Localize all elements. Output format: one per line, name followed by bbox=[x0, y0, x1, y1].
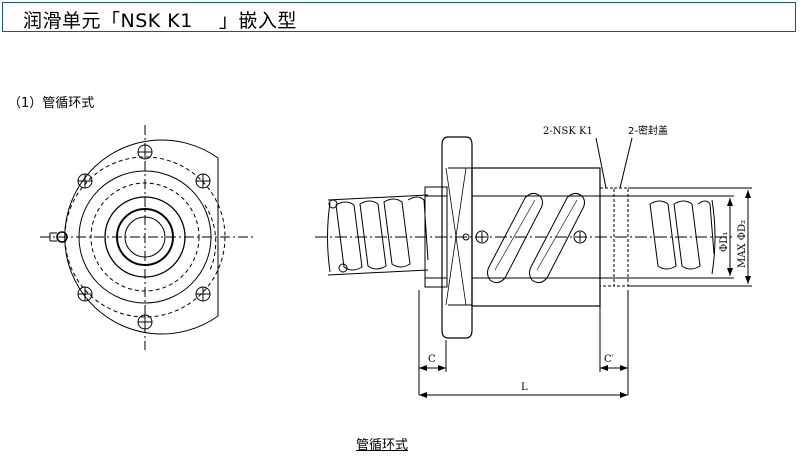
return-tube-2 bbox=[529, 192, 585, 284]
return-tube-1 bbox=[487, 192, 543, 284]
dim-l-label: L bbox=[521, 382, 528, 393]
leader-nsk-k1 bbox=[595, 137, 607, 189]
clamp-screw-right bbox=[573, 230, 587, 244]
flange bbox=[441, 136, 473, 339]
title-bar: 润滑单元「NSK K1 」嵌入型 bbox=[2, 2, 796, 32]
thread-end-mark-bottom bbox=[338, 263, 348, 273]
shaft-thread-left bbox=[327, 194, 429, 276]
section-label: （1）管循环式 bbox=[8, 96, 95, 111]
leader-seal bbox=[619, 137, 633, 189]
figure-caption: 管循环式 bbox=[356, 438, 409, 453]
dim-c-prime-label: C′ bbox=[604, 354, 615, 365]
nut-circle bbox=[104, 196, 186, 278]
thread-end-mark-top bbox=[328, 199, 338, 209]
flange-hole bbox=[462, 233, 470, 241]
end-view bbox=[40, 125, 255, 350]
callout-seal: 2-密封盖 bbox=[628, 124, 668, 137]
shaft-circle-inner bbox=[124, 216, 166, 258]
body-circle-mid bbox=[78, 170, 212, 304]
dim-d1-label: ΦD₁ bbox=[719, 232, 730, 252]
grease-nipple bbox=[56, 231, 68, 243]
shaft-thread-right bbox=[628, 195, 716, 279]
seal-section bbox=[613, 187, 629, 287]
bolt-holes bbox=[77, 144, 211, 330]
dim-c-label: C bbox=[428, 354, 436, 365]
shaft-circle-outer bbox=[116, 208, 174, 266]
clamp-screw-left bbox=[475, 230, 489, 244]
bolt-circle bbox=[90, 182, 200, 292]
side-view bbox=[315, 136, 752, 398]
left-collar bbox=[424, 186, 448, 288]
page-title: 润滑单元「NSK K1 」嵌入型 bbox=[23, 10, 297, 32]
callout-nsk-k1: 2-NSK K1 bbox=[543, 126, 593, 137]
dim-d2-label: MAX ΦD₂ bbox=[737, 220, 748, 268]
body-circle-outer bbox=[64, 156, 226, 318]
flange-outline bbox=[64, 139, 219, 335]
